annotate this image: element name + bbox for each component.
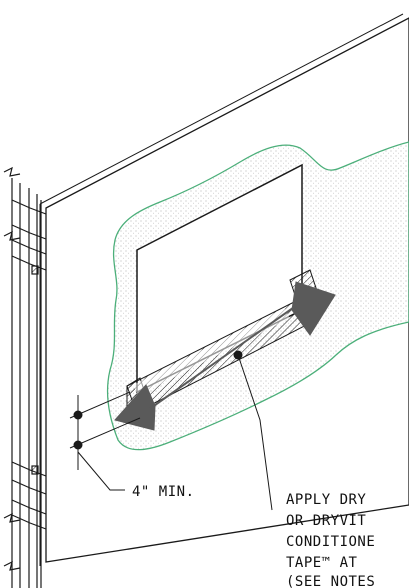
note-leader [233,350,273,511]
svg-text:OR DRYVIT: OR DRYVIT [286,513,366,529]
svg-text:CONDITIONE: CONDITIONE [286,534,375,550]
svg-text:APPLY DRY: APPLY DRY [286,492,366,508]
svg-text:TAPE™ AT: TAPE™ AT [286,555,358,571]
svg-text:(SEE NOTES: (SEE NOTES [286,574,375,588]
arrow-right-head [291,281,336,336]
dimension-4in [69,391,141,491]
dimension-label: 4" MIN. [132,484,195,500]
application-arrows [114,281,336,431]
wall-framing [3,166,47,588]
note-text: APPLY DRY OR DRYVIT CONDITIONE TAPE™ AT … [286,492,375,588]
